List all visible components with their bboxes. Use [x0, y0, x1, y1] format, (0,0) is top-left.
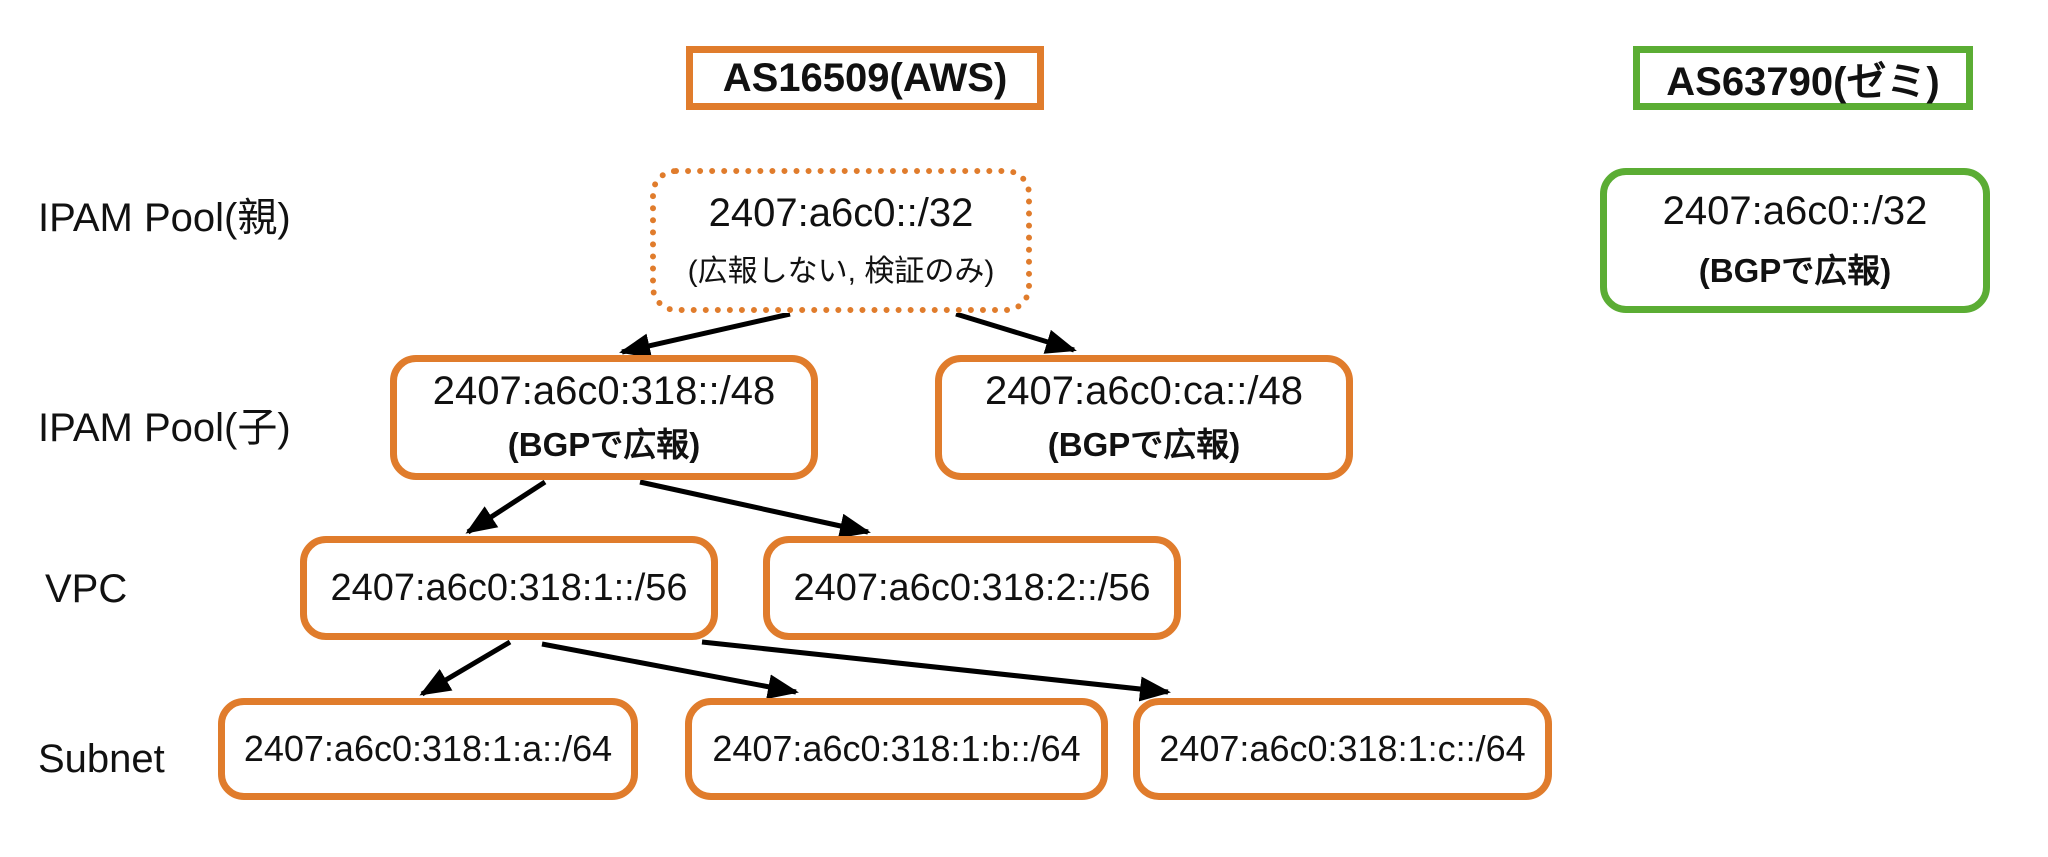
- edge-arrow-parent_pool-to-child_318: [619, 311, 791, 359]
- node-note: (BGPで広報): [1047, 426, 1241, 463]
- node-cidr: 2407:a6c0:318:1::/56: [330, 566, 688, 609]
- node-cidr: 2407:a6c0:318:1:b::/64: [712, 728, 1081, 769]
- node-note: (BGPで広報): [507, 426, 701, 463]
- node-vpc-2: 2407:a6c0:318:2::/56: [763, 536, 1181, 640]
- row-label-subnet: Subnet: [38, 737, 165, 781]
- node-cidr: 2407:a6c0:318:1:c::/64: [1159, 728, 1526, 769]
- edge-arrow-child_318-to-vpc_2: [639, 479, 871, 539]
- node-cidr: 2407:a6c0:ca::/48: [984, 369, 1304, 413]
- edge-arrow-vpc_1-to-subnet_c: [701, 639, 1171, 702]
- node-cidr: 2407:a6c0:318:2::/56: [793, 566, 1151, 609]
- node-ipam-parent-pool: 2407:a6c0::/32 (広報しない, 検証のみ): [650, 168, 1032, 313]
- node-ipam-child-ca: 2407:a6c0:ca::/48 (BGPで広報): [935, 355, 1353, 480]
- node-vpc-1: 2407:a6c0:318:1::/56: [300, 536, 718, 640]
- row-label-vpc: VPC: [45, 567, 128, 611]
- edge-arrow-vpc_1-to-subnet_a: [419, 639, 512, 697]
- node-cidr: 2407:a6c0::/32: [1662, 189, 1928, 233]
- row-label-ipam-pool-parent: IPAM Pool(親): [38, 196, 291, 240]
- header-as16509-aws: AS16509(AWS): [686, 46, 1044, 110]
- node-subnet-b: 2407:a6c0:318:1:b::/64: [685, 698, 1108, 800]
- node-note: (BGPで広報): [1698, 252, 1892, 289]
- node-subnet-a: 2407:a6c0:318:1:a::/64: [218, 698, 638, 800]
- node-ipam-child-318: 2407:a6c0:318::/48 (BGPで広報): [390, 355, 818, 480]
- node-note: (広報しない, 検証のみ): [687, 255, 995, 288]
- edge-arrow-vpc_1-to-subnet_b: [541, 641, 799, 700]
- header-as63790-zemi: AS63790(ゼミ): [1633, 46, 1973, 110]
- node-subnet-c: 2407:a6c0:318:1:c::/64: [1133, 698, 1552, 800]
- node-cidr: 2407:a6c0::/32: [708, 191, 974, 235]
- edge-arrow-parent_pool-to-child_ca: [955, 311, 1077, 354]
- row-label-ipam-pool-child: IPAM Pool(子): [38, 406, 291, 450]
- node-zemi-pool: 2407:a6c0::/32 (BGPで広報): [1600, 168, 1990, 313]
- node-cidr: 2407:a6c0:318:1:a::/64: [243, 728, 613, 769]
- edge-arrow-child_318-to-vpc_1: [465, 479, 547, 535]
- node-cidr: 2407:a6c0:318::/48: [432, 369, 776, 413]
